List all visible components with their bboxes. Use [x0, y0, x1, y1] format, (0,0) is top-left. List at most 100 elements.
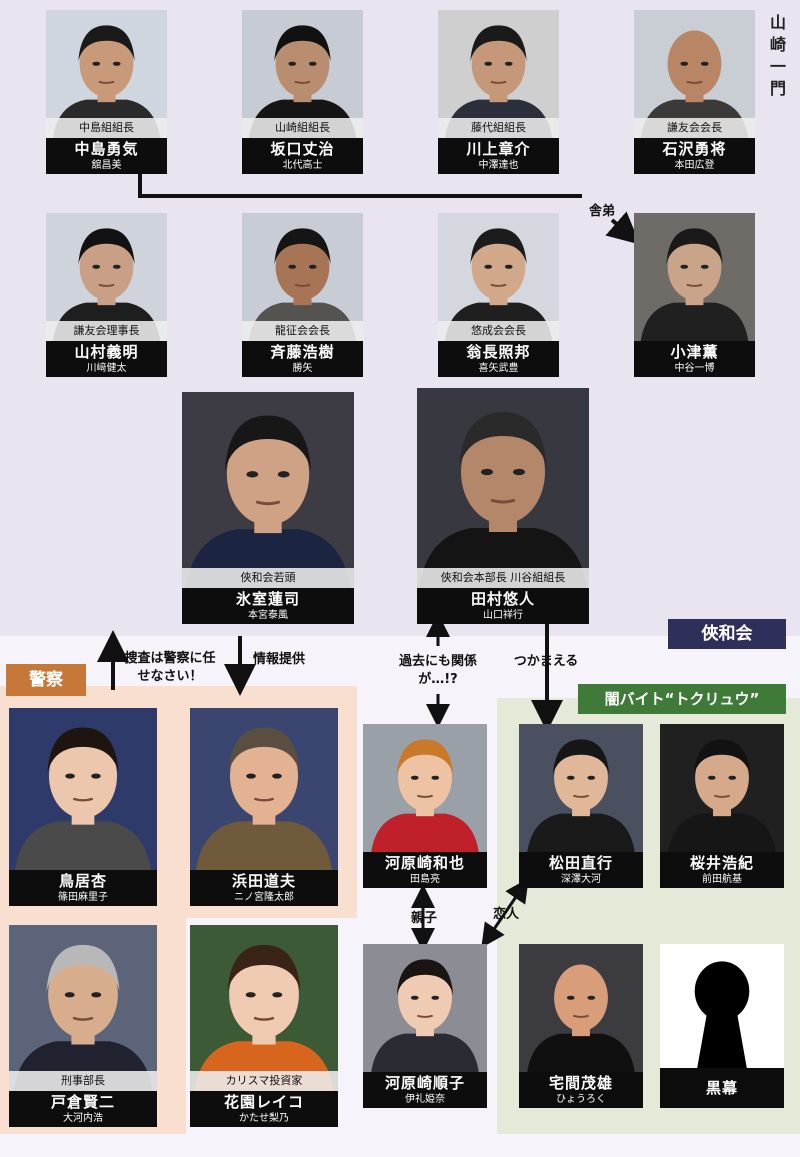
name-bar: 浜田道夫ニノ宮隆太郎: [190, 870, 338, 906]
character-name: 斉藤浩樹: [270, 343, 335, 361]
portrait-photo: [417, 388, 589, 588]
character-name: 花園レイコ: [223, 1093, 304, 1111]
actor-name: 前田航基: [702, 874, 742, 885]
koibito-label: 恋人: [492, 907, 519, 922]
portrait-photo: [9, 708, 157, 870]
actor-name: 中谷一博: [674, 363, 715, 374]
leave-to-police-label: 捜査は警察に任せなさい！: [124, 651, 216, 684]
actor-name: 深澤大河: [561, 874, 601, 885]
portrait-photo: [363, 944, 487, 1072]
yamazaki-group-label: 山崎一門: [767, 14, 786, 102]
card-sakurai: 桜井浩紀前田航基: [660, 724, 784, 888]
role-label: カリスマ投資家: [190, 1071, 338, 1091]
catch-label: つかまえる: [513, 654, 579, 669]
police-group-label: 警察: [6, 664, 86, 696]
silhouette-icon: [660, 944, 784, 1068]
name-bar: 鳥居杏篠田麻里子: [9, 870, 157, 906]
portrait-photo: [9, 925, 157, 1091]
actor-name: 喜矢武豊: [478, 363, 519, 374]
character-name: 石沢勇将: [662, 140, 727, 158]
name-bar: 中島勇気舘昌美: [46, 138, 167, 174]
oyako-label: 親子: [410, 911, 437, 926]
character-name: 氷室蓮司: [235, 590, 300, 608]
card-hanazono: カリスマ投資家花園レイコかたせ梨乃: [190, 925, 338, 1127]
role-label: 謙友会会長: [634, 118, 755, 138]
character-name: 川上章介: [466, 140, 531, 158]
card-ozu: 小津薫中谷一博: [634, 213, 755, 377]
actor-name: ひょうろく: [556, 1094, 606, 1105]
portrait-photo: [363, 724, 487, 852]
name-bar: 石沢勇将本田広登: [634, 138, 755, 174]
card-kuromaku: 黒幕: [660, 944, 784, 1108]
actor-name: 本宮泰風: [248, 610, 288, 621]
card-saito: 龍征会会長斉藤浩樹勝矢: [242, 213, 363, 377]
card-nakajima: 中島組組長中島勇気舘昌美: [46, 10, 167, 174]
card-yamamura: 謙友会理事長山村義明川﨑健太: [46, 213, 167, 377]
character-name: 河原崎順子: [384, 1074, 465, 1092]
actor-name: 山口祥行: [483, 610, 523, 621]
name-bar: 小津薫中谷一博: [634, 341, 755, 377]
card-okina: 悠成会会長翁長照邦喜矢武豊: [438, 213, 559, 377]
actor-name: 大河内浩: [63, 1113, 103, 1124]
character-name: 浜田道夫: [231, 872, 296, 890]
info-label: 情報提供: [252, 652, 305, 667]
shatei-arrow: [605, 211, 641, 245]
card-ishizawa: 謙友会会長石沢勇将本田広登: [634, 10, 755, 174]
portrait-photo: [438, 10, 559, 138]
name-bar: 河原崎順子伊礼姫奈: [363, 1072, 487, 1108]
shatei-label: 舎弟: [588, 204, 615, 219]
name-bar: 坂口丈治北代高士: [242, 138, 363, 174]
portrait-photo: [519, 944, 643, 1072]
past-label: 過去にも関係が…!?: [398, 654, 477, 687]
name-bar: 河原崎和也田島亮: [363, 852, 487, 888]
actor-name: 田島亮: [410, 874, 440, 885]
actor-name: 北代高士: [282, 160, 323, 171]
portrait-photo: [634, 10, 755, 138]
card-kawakami: 藤代組組長川上章介中澤達也: [438, 10, 559, 174]
card-junko: 河原崎順子伊礼姫奈: [363, 944, 487, 1108]
card-tokura: 刑事部長戸倉賢二大河内浩: [9, 925, 157, 1127]
card-sakaguchi: 山崎組組長坂口丈治北代高士: [242, 10, 363, 174]
card-torii: 鳥居杏篠田麻里子: [9, 708, 157, 906]
name-bar: 松田直行深澤大河: [519, 852, 643, 888]
character-name: 戸倉賢二: [50, 1093, 115, 1111]
role-label: 山崎組組長: [242, 118, 363, 138]
role-label: 中島組組長: [46, 118, 167, 138]
character-name: 田村悠人: [470, 590, 535, 608]
role-label: 俠和会若頭: [182, 568, 354, 588]
portrait-photo: [182, 392, 354, 588]
character-name: 黒幕: [705, 1079, 738, 1097]
portrait-photo: [190, 708, 338, 870]
character-name: 松田直行: [548, 854, 613, 872]
name-bar: 花園レイコかたせ梨乃: [190, 1091, 338, 1127]
card-himuro: 俠和会若頭氷室蓮司本宮泰風: [182, 392, 354, 624]
character-name: 宅間茂雄: [548, 1074, 613, 1092]
name-bar: 黒幕: [660, 1068, 784, 1108]
actor-name: かたせ梨乃: [239, 1113, 289, 1124]
card-takuma: 宅間茂雄ひょうろく: [519, 944, 643, 1108]
portrait-photo: [190, 925, 338, 1091]
actor-name: 川﨑健太: [86, 363, 127, 374]
tokuryu-group-label: 闇バイト“トクリュウ”: [578, 684, 786, 714]
name-bar: 田村悠人山口祥行: [417, 588, 589, 624]
role-label: 悠成会会長: [438, 321, 559, 341]
actor-name: 伊礼姫奈: [405, 1094, 445, 1105]
name-bar: 戸倉賢二大河内浩: [9, 1091, 157, 1127]
character-name: 山村義明: [74, 343, 139, 361]
name-bar: 翁長照邦喜矢武豊: [438, 341, 559, 377]
portrait-photo: [519, 724, 643, 852]
name-bar: 山村義明川﨑健太: [46, 341, 167, 377]
character-name: 鳥居杏: [58, 872, 107, 890]
role-label: 龍征会会長: [242, 321, 363, 341]
role-label: 藤代組組長: [438, 118, 559, 138]
card-tamura: 俠和会本部長 川谷組組長田村悠人山口祥行: [417, 388, 589, 624]
character-name: 翁長照邦: [466, 343, 531, 361]
name-bar: 宅間茂雄ひょうろく: [519, 1072, 643, 1108]
portrait-photo: [634, 213, 755, 341]
silhouette-photo: [660, 944, 784, 1068]
role-label: 刑事部長: [9, 1071, 157, 1091]
portrait-photo: [660, 724, 784, 852]
actor-name: 篠田麻里子: [58, 892, 108, 903]
card-matsuda: 松田直行深澤大河: [519, 724, 643, 888]
actor-name: 舘昌美: [91, 160, 122, 171]
